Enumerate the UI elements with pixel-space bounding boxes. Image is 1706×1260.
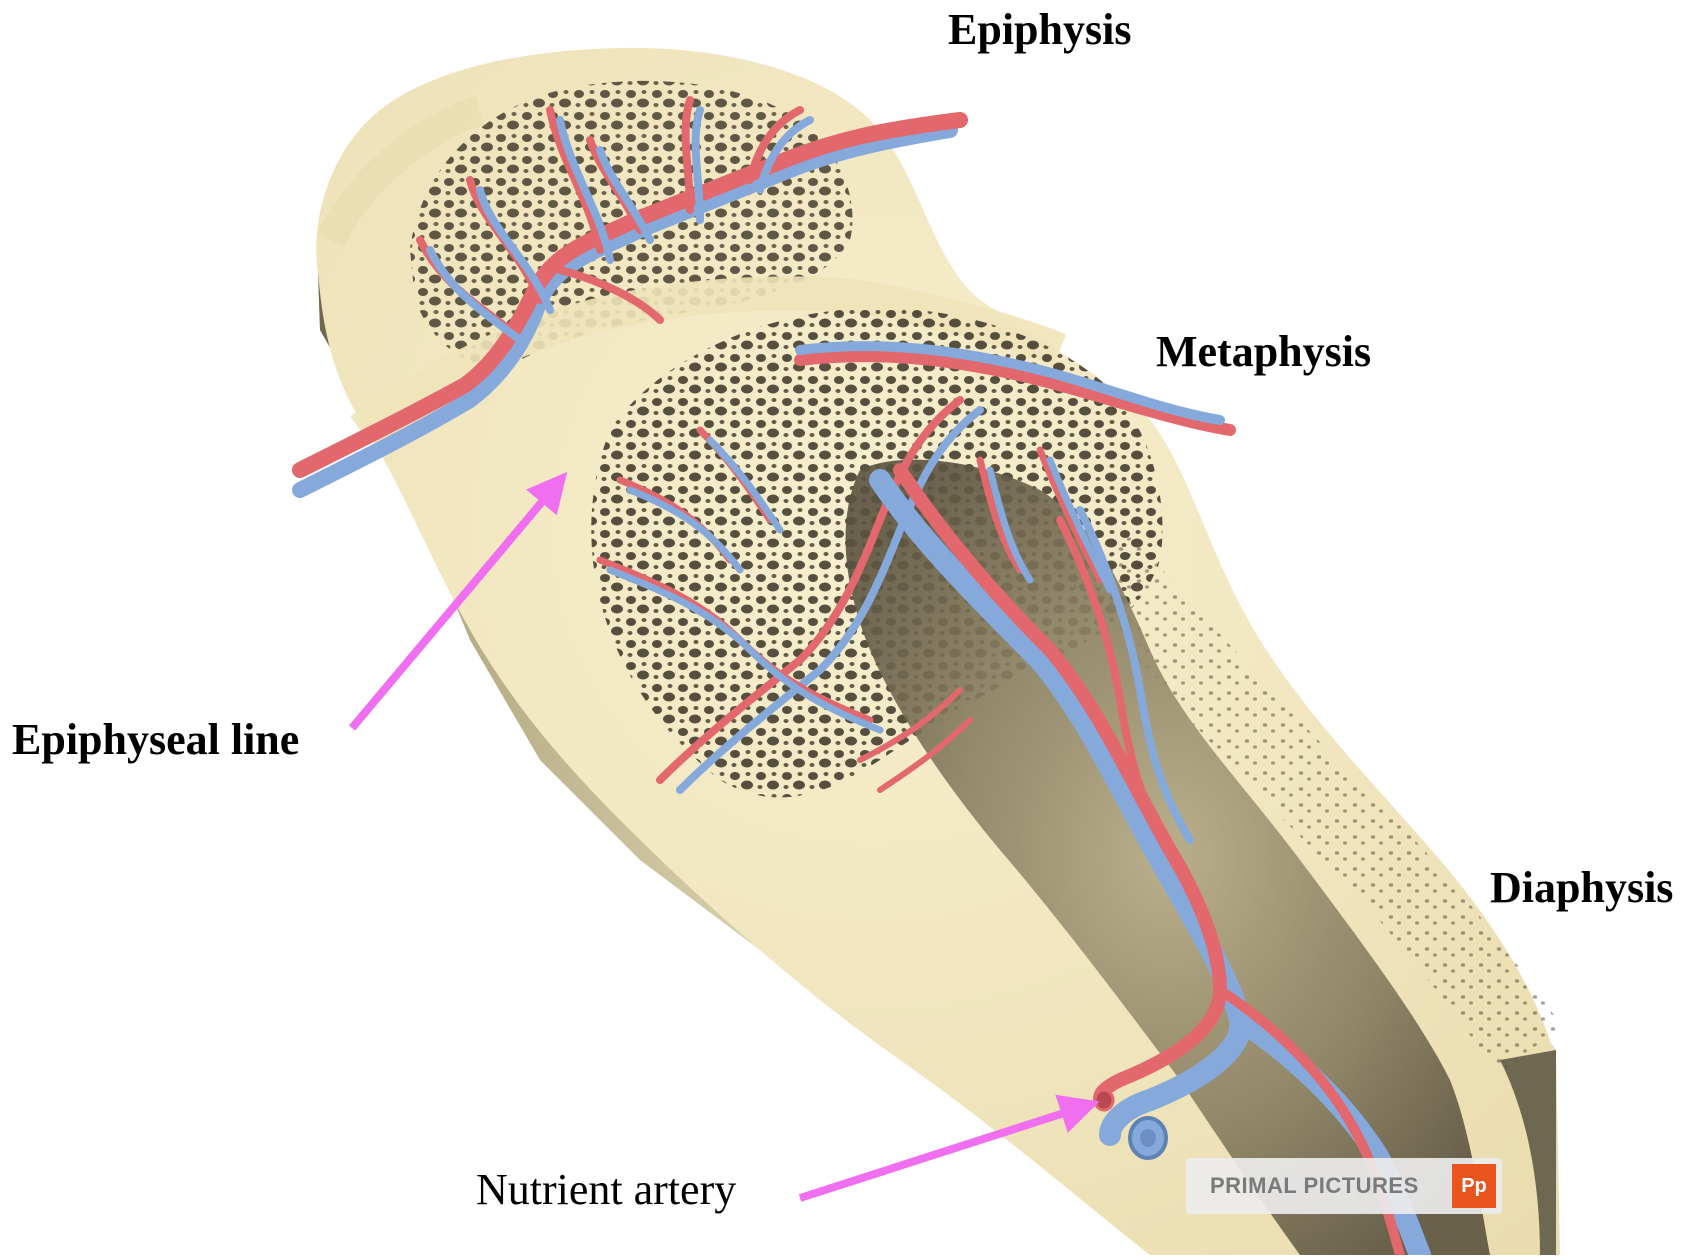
primal-pictures-logo-icon: Pp bbox=[1452, 1164, 1496, 1208]
primal-pictures-watermark: PRIMAL PICTURES Pp bbox=[1186, 1158, 1502, 1214]
watermark-text: PRIMAL PICTURES bbox=[1210, 1173, 1419, 1199]
metaphysis-label: Metaphysis bbox=[1156, 326, 1371, 377]
nutrient-artery-label: Nutrient artery bbox=[476, 1164, 736, 1215]
epiphyseal-line-label: Epiphyseal line bbox=[12, 714, 299, 765]
epiphysis-label: Epiphysis bbox=[948, 4, 1131, 55]
diaphysis-label: Diaphysis bbox=[1490, 862, 1673, 913]
